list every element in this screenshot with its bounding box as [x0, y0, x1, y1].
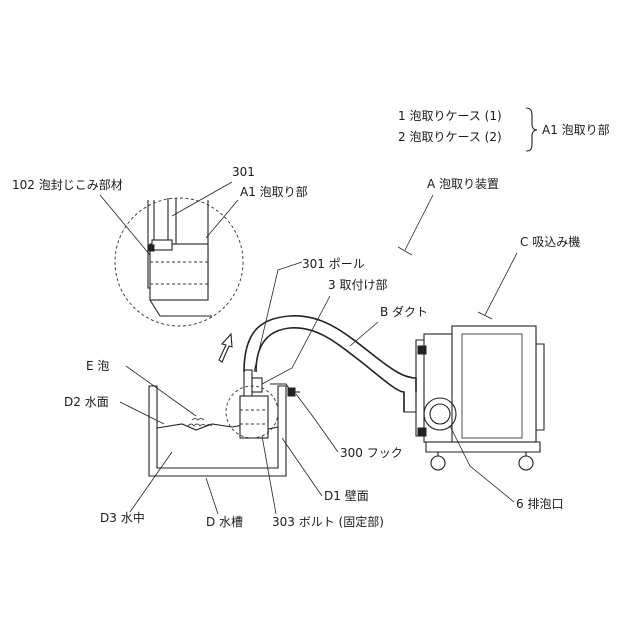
flange-bolt-1	[418, 346, 426, 354]
foam-case	[240, 396, 268, 438]
label-case2: 2 泡取りケース (2)	[398, 130, 502, 144]
vacuum-base	[426, 442, 540, 452]
label-surface-d2: D2 水面	[64, 395, 109, 409]
detail-foam-case	[150, 244, 208, 300]
leader-a1-detail	[206, 200, 238, 238]
label-vacuum-c: C 吸込み機	[520, 234, 580, 249]
detail-bottom	[150, 300, 212, 316]
mount-3	[252, 378, 262, 392]
flange-bolt-2	[418, 428, 426, 436]
duct-end	[404, 392, 416, 412]
label-foam-e: E 泡	[86, 359, 109, 373]
label-pole-301: 301 ポール	[302, 257, 365, 271]
vacuum-handle	[536, 344, 544, 430]
label-device-a: A 泡取り装置	[427, 177, 499, 191]
label-wall-d1: D1 壁面	[324, 488, 369, 503]
label-case1: 1 泡取りケース (1)	[398, 109, 502, 123]
leader-vacuum-c	[485, 253, 517, 315]
label-outlet-6: 6 排泡口	[516, 497, 563, 511]
leader-underwater-d3	[130, 452, 172, 512]
legend-brace	[526, 108, 537, 151]
label-a1-detail: A1 泡取り部	[240, 184, 308, 199]
label-n301: 301	[232, 165, 255, 179]
wheel-right	[519, 456, 533, 470]
detail-clamp	[152, 240, 172, 250]
leader-sealing-102	[100, 195, 150, 255]
leader-hook-300	[296, 394, 338, 452]
label-a1-group: A1 泡取り部	[542, 122, 610, 137]
leader-wall-d1	[282, 438, 322, 496]
wheel-posts	[438, 452, 526, 456]
label-bolt-303: 303 ボルト (固定部)	[272, 514, 384, 529]
hook-bolt	[288, 388, 295, 396]
label-hook-300: 300 フック	[340, 446, 403, 460]
rising-arrow	[219, 334, 232, 362]
leader-bolt-303	[262, 436, 276, 514]
leader-mount-3	[262, 296, 330, 384]
hook-300	[270, 384, 290, 390]
foam-bubbles-2	[192, 419, 204, 421]
leader-tick-device-a	[398, 247, 412, 255]
label-mount-3: 3 取付け部	[328, 277, 387, 292]
duct-upper	[244, 316, 416, 392]
label-underwater-d3: D3 水中	[100, 510, 145, 525]
label-sealing-102: 102 泡封じこみ部材	[12, 177, 123, 192]
label-duct-b: B ダクト	[380, 304, 428, 319]
vacuum-cabinet	[452, 326, 536, 442]
leader-tank-d	[206, 478, 218, 514]
vacuum-machine	[416, 326, 544, 470]
leader-foam-e	[126, 366, 196, 416]
label-tank-d: D 水槽	[206, 515, 243, 529]
duct-b	[244, 316, 416, 412]
foam-removal-unit	[226, 370, 300, 438]
leader-duct-b	[350, 322, 378, 346]
leader-tick-vacuum-c	[478, 312, 492, 319]
detail-pole	[168, 198, 176, 244]
wheel-left	[431, 456, 445, 470]
leader-n301	[172, 182, 232, 216]
leader-device-a	[405, 195, 433, 250]
detail-bolt	[148, 245, 154, 251]
